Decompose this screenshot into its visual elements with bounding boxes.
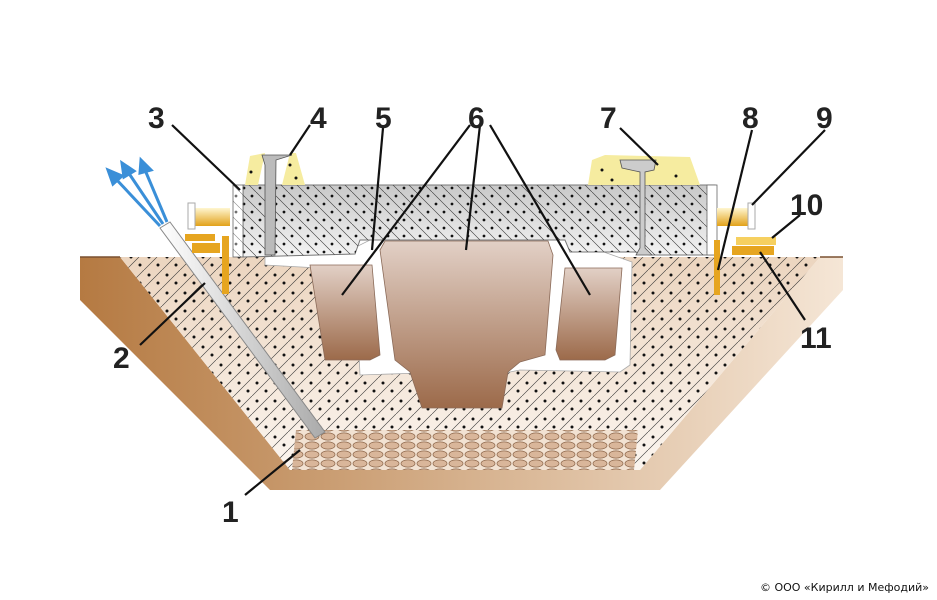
concrete-slab: [232, 184, 718, 258]
foam-blocks: [309, 240, 623, 409]
label-5: 5: [375, 102, 392, 135]
label-2: 2: [113, 342, 130, 375]
label-10: 10: [790, 189, 823, 222]
air-vent-arrows-icon: [105, 156, 169, 228]
label-1: 1: [222, 496, 239, 529]
label-9: 9: [816, 102, 833, 135]
label-6: 6: [468, 102, 485, 135]
label-7: 7: [600, 102, 617, 135]
gravel-layer: [292, 430, 638, 470]
drain-pipe: [159, 221, 326, 439]
label-4: 4: [310, 102, 327, 135]
copyright: © ООО «Кирилл и Мефодий»: [759, 581, 929, 594]
block-center: [379, 240, 554, 409]
label-11: 11: [800, 322, 832, 355]
label-3: 3: [148, 102, 165, 135]
natural-ground: [80, 256, 843, 490]
anchor-right: [714, 202, 776, 295]
block-left: [309, 264, 381, 361]
label-8: 8: [742, 102, 759, 135]
leader-lines: [139, 124, 826, 496]
rail-fastener-right: [588, 155, 700, 256]
anchor-left: [185, 202, 230, 294]
block-right: [555, 267, 623, 361]
rail-fastener-left: [245, 153, 305, 256]
